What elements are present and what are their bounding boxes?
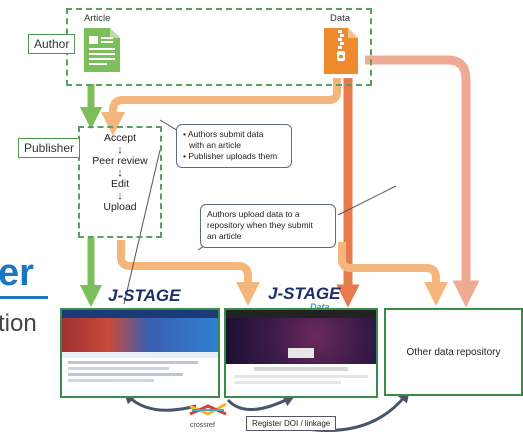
left-fragment-underline — [0, 296, 48, 299]
data-zip-file-icon — [324, 28, 358, 74]
arrow-publisher-to-jstage-data — [117, 240, 260, 306]
callout-line: an article — [207, 231, 242, 241]
jstage-data-logo: J-STAGE — [268, 284, 341, 303]
callout-line: • Authors submit data — [183, 129, 264, 139]
callout-line: Authors upload data to a — [207, 209, 300, 219]
callout-line: with an article — [189, 140, 241, 150]
arrow-data-to-other-repo-a — [338, 242, 448, 306]
step-edit: Edit — [110, 178, 130, 190]
article-label: Article — [84, 13, 111, 24]
arrow-data-to-other-repo-b — [365, 55, 480, 308]
callout-line: • Publisher uploads them — [183, 151, 278, 161]
step-upload: Upload — [103, 201, 137, 213]
other-repo-label: Other data repository — [406, 346, 501, 358]
publisher-frame — [78, 126, 162, 238]
callout-publisher-uploads: • Authors submit data with an article • … — [176, 124, 292, 168]
left-fragment-text: tion — [0, 310, 37, 337]
publisher-label: Publisher — [18, 138, 81, 158]
step-arrow: ↓ — [117, 190, 123, 202]
crossref-label: crossref — [190, 422, 215, 429]
jstage-data-logo-sub: Data — [310, 302, 330, 312]
register-doi-linkage-label: Register DOI / linkage — [246, 416, 337, 431]
article-document-icon — [84, 28, 120, 72]
callout-line: repository when they submit — [207, 220, 313, 230]
link-arrow-left — [123, 391, 197, 412]
arrow-data-to-publisher — [101, 78, 341, 136]
step-peer-review: Peer review — [92, 155, 148, 167]
step-arrow: ↓ — [117, 167, 123, 179]
step-arrow: ↓ — [117, 144, 123, 156]
step-accept: Accept — [103, 132, 137, 144]
left-fragment-heading: er — [0, 252, 34, 294]
data-label: Data — [330, 13, 351, 24]
jstage-data-screenshot — [224, 308, 378, 398]
author-label: Author — [28, 34, 76, 54]
jstage-screenshot — [60, 308, 220, 398]
crossref-logo — [189, 402, 227, 416]
link-arrow-mid — [226, 395, 296, 411]
workflow-steps: Accept ↓ Peer review ↓ Edit ↓ Upload — [80, 132, 160, 214]
jstage-logo: J-STAGE — [108, 286, 181, 305]
callout-author-uploads: Authors upload data to a repository when… — [200, 204, 336, 248]
other-data-repository-box: Other data repository — [384, 308, 523, 396]
